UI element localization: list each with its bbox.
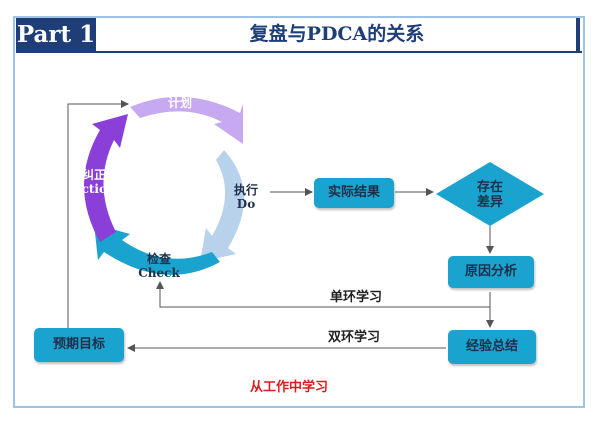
part-badge: Part 1 — [16, 18, 96, 51]
gap-diamond-label: 存在差异 — [476, 180, 503, 210]
actual-result-box: 实际结果 — [314, 178, 394, 208]
experience-summary-box: 经验总结 — [448, 330, 536, 364]
check-arc — [94, 224, 220, 275]
single-loop-line — [156, 281, 490, 308]
plan-arc — [130, 96, 243, 144]
expected-goal-box: 预期目标 — [34, 328, 124, 362]
gap-diamond — [436, 162, 544, 226]
slide-title: 复盘与PDCA的关系 — [98, 18, 580, 51]
double-loop-label: 双环学习 — [328, 330, 381, 345]
single-loop-label: 单环学习 — [330, 290, 383, 305]
action-arc — [84, 114, 128, 242]
header-underline — [16, 18, 582, 53]
cause-analysis-box: 原因分析 — [448, 256, 534, 288]
do-arc — [200, 150, 245, 262]
goal-to-plan-line — [67, 100, 129, 330]
footer-caption: 从工作中学习 — [250, 380, 329, 395]
